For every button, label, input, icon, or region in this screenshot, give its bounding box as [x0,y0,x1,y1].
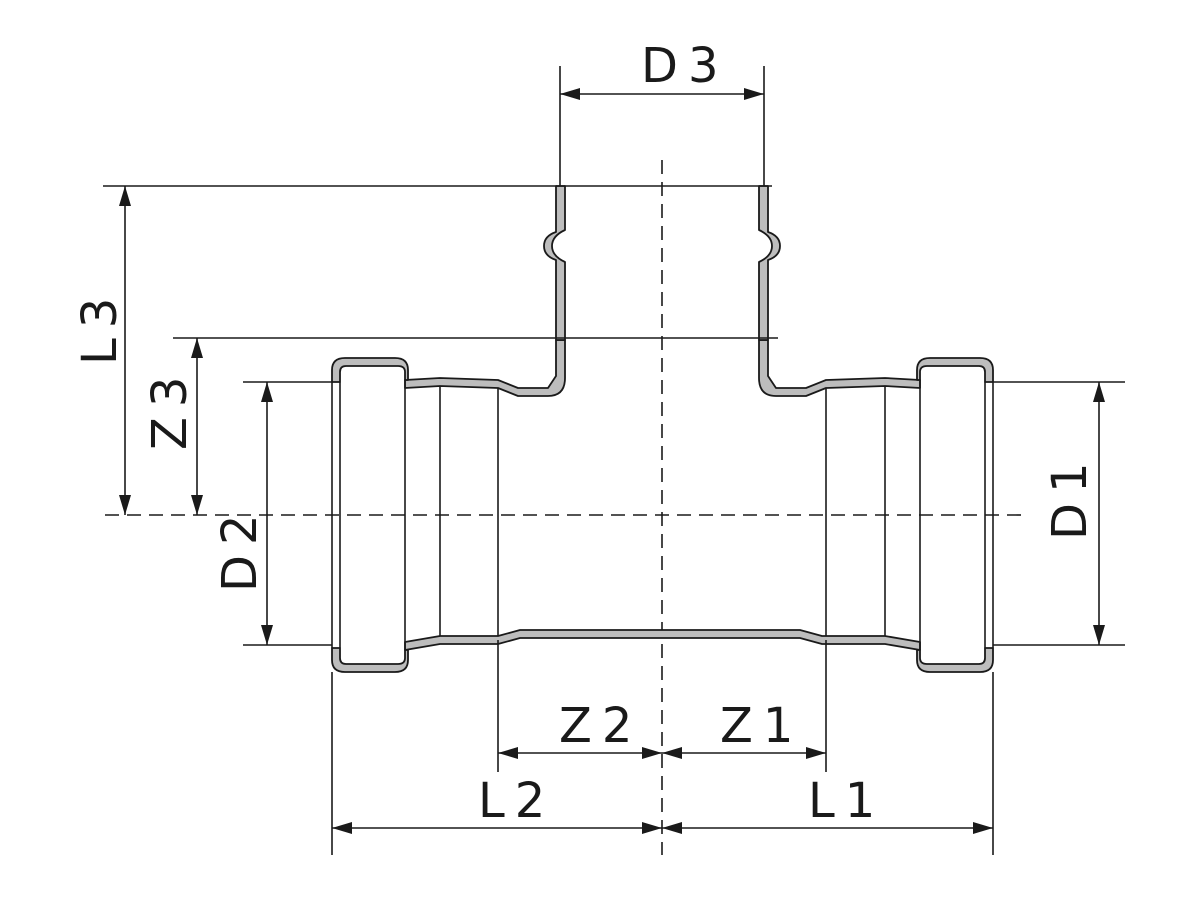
dimension-l1: L1 [662,773,993,834]
label-d2: D2 [212,505,268,593]
dimension-d1: D1 [1042,382,1105,645]
dimension-d3: D3 [560,38,764,100]
label-d3: D3 [641,38,729,94]
label-d1: D1 [1042,453,1098,541]
label-z1: Z1 [720,698,803,754]
label-z2: Z2 [559,698,642,754]
dimension-l2: L2 [332,773,662,834]
label-l3: L3 [72,288,128,365]
dimension-z1: Z1 [662,698,826,759]
dimension-d2: D2 [212,382,273,645]
label-l1: L1 [808,773,885,829]
branch-pipe-body [543,185,781,341]
dimension-l3: L3 [72,186,131,515]
dimension-z3: Z3 [142,338,203,515]
run-pipe-body [331,339,994,673]
label-z3: Z3 [142,367,198,450]
label-l2: L2 [478,773,555,829]
dimension-z2: Z2 [498,698,662,759]
extension-lines [103,66,1125,855]
